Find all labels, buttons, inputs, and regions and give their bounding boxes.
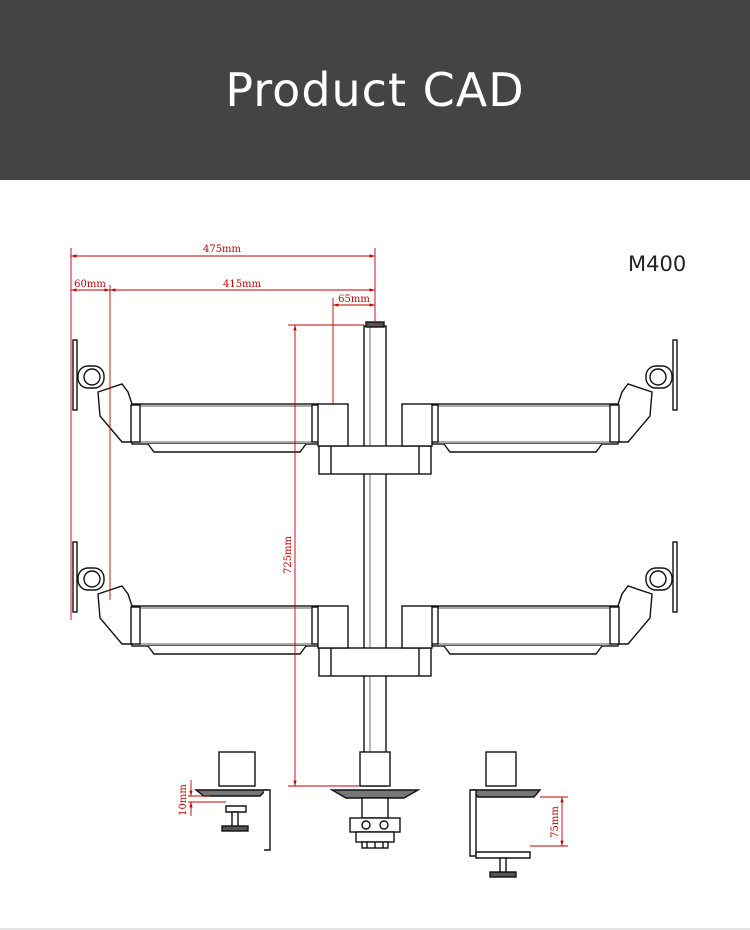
arm-lower-right xyxy=(401,541,678,655)
arm-lower-left xyxy=(72,541,349,655)
cad-drawing: 475mm 60mm 415mm 65mm 725mm 10mm 75mm xyxy=(70,244,678,878)
dim-arm-reach: 415mm xyxy=(223,279,262,290)
arm-upper-left xyxy=(72,339,349,453)
dim-pole-offset: 65mm xyxy=(338,294,370,305)
model-label: M400 xyxy=(628,252,687,276)
bottom-divider xyxy=(0,928,750,930)
center-base xyxy=(329,751,421,849)
clamp-detail-right xyxy=(469,751,542,878)
dim-plate-offset: 60mm xyxy=(74,279,106,290)
central-pole xyxy=(363,321,387,787)
dim-total-width: 475mm xyxy=(203,244,242,255)
clamp-detail-left xyxy=(193,751,271,851)
dimension-lines xyxy=(70,248,568,847)
header-banner: Product CAD xyxy=(0,0,750,180)
upper-arm-hub xyxy=(318,445,432,475)
arm-upper-right xyxy=(401,339,678,453)
dim-clamp-plate: 10mm xyxy=(178,784,189,816)
dim-clamp-height: 75mm xyxy=(550,806,561,838)
lower-arm-hub xyxy=(318,647,432,677)
dim-pole-height: 725mm xyxy=(283,535,294,574)
page-title: Product CAD xyxy=(225,63,525,117)
